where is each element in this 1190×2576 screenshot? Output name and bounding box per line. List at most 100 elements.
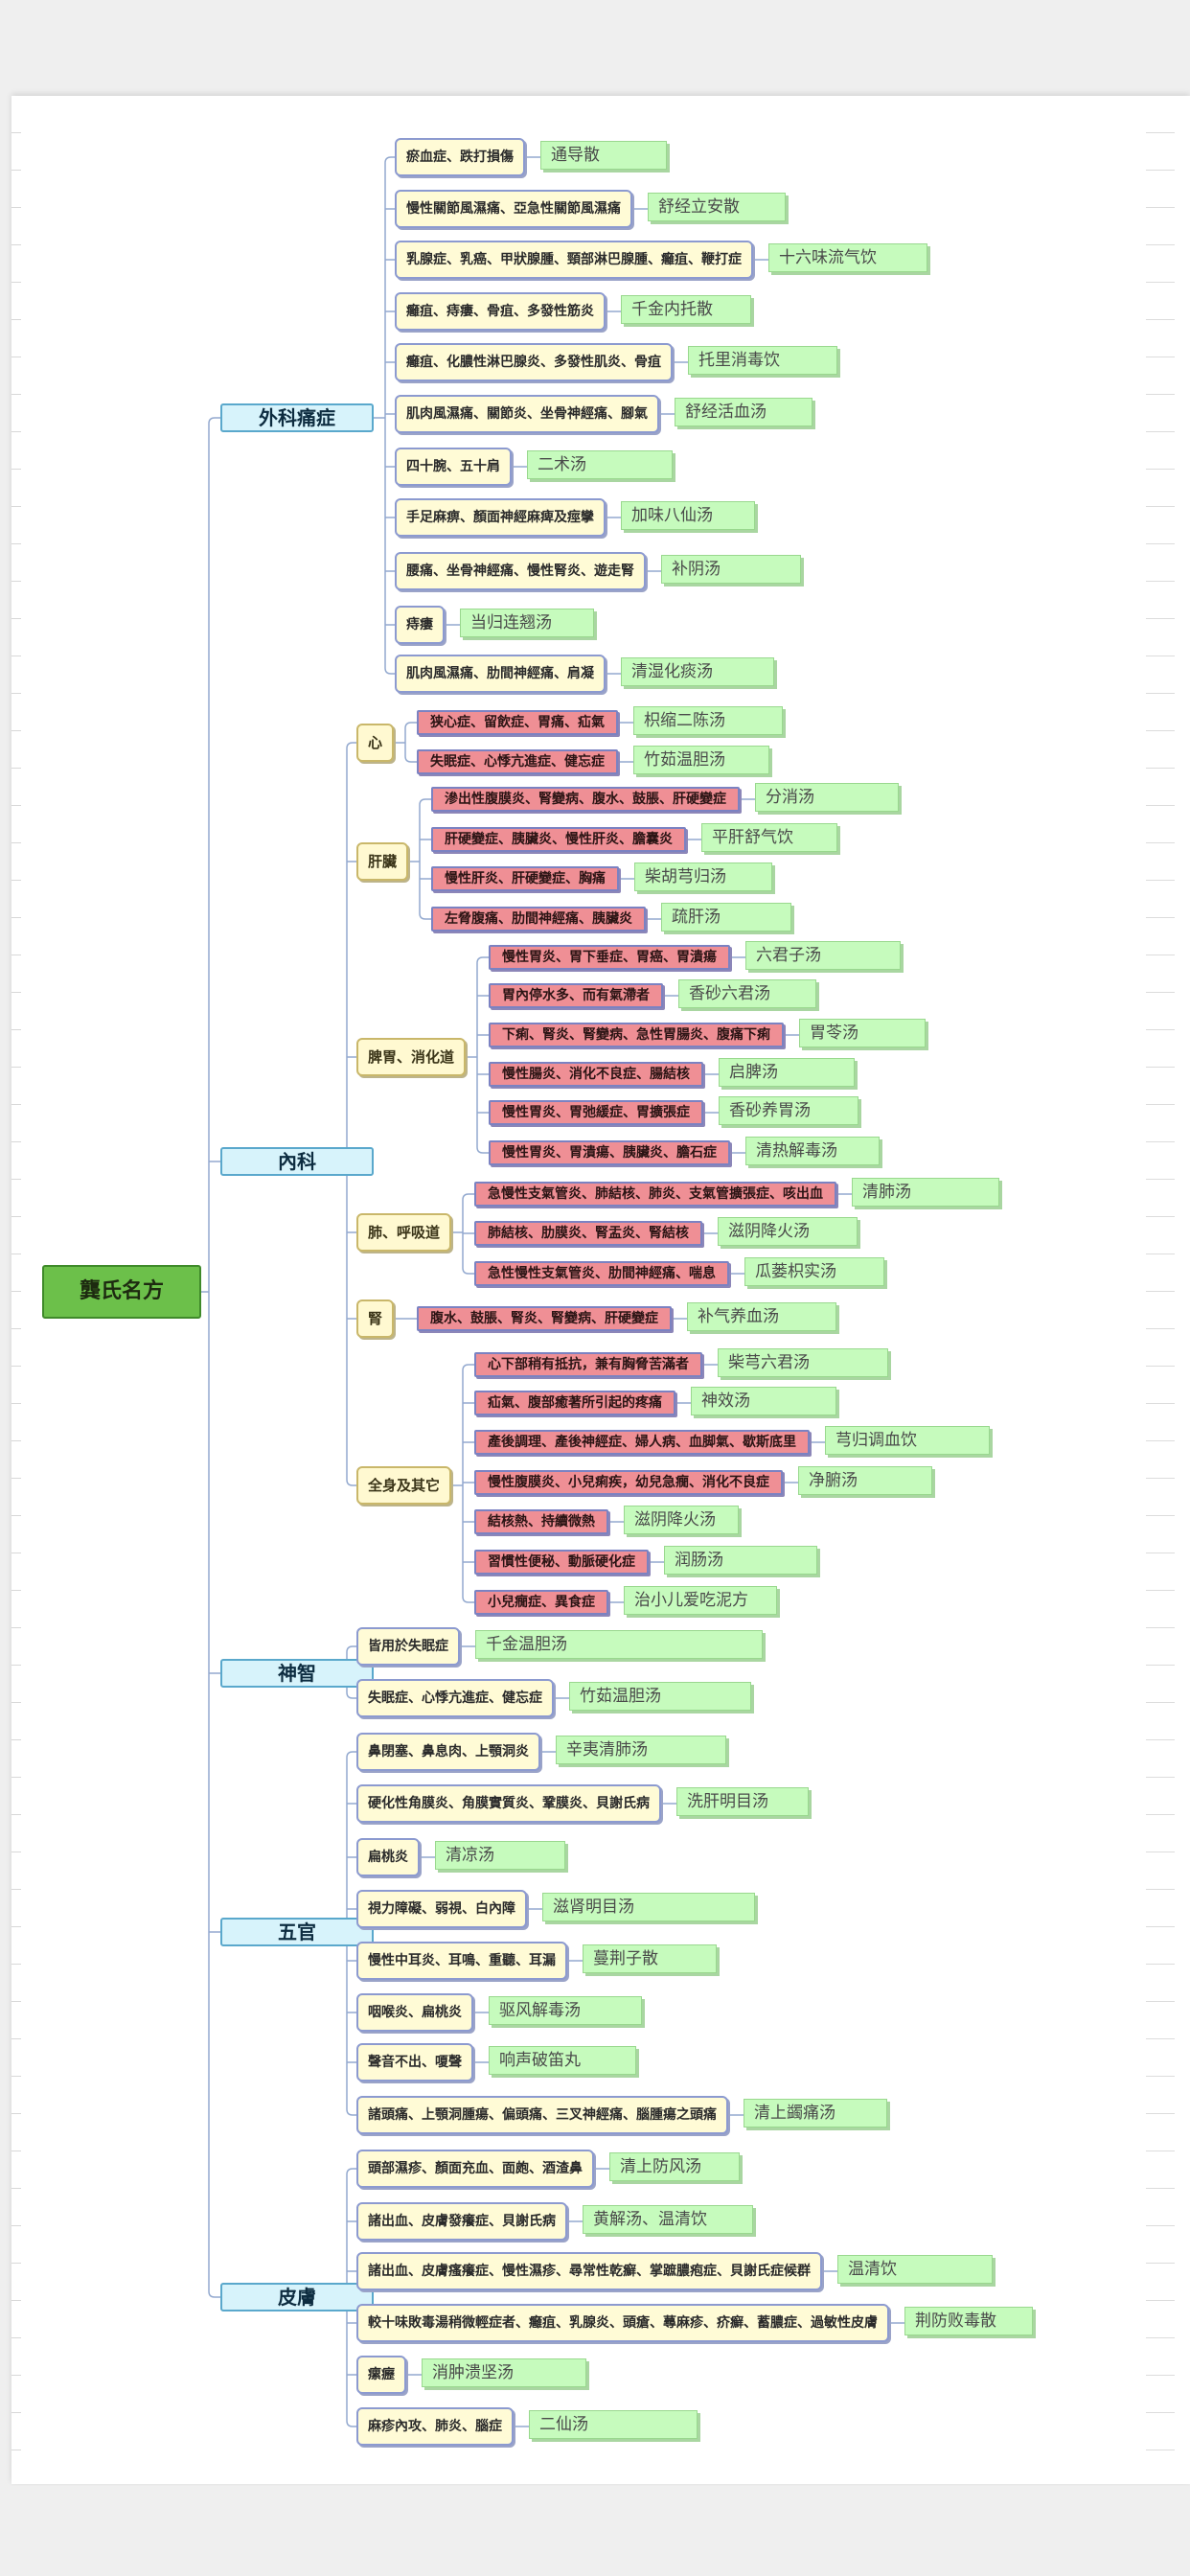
formula-node[interactable]: 胃苓汤 <box>799 1019 926 1047</box>
root-node[interactable]: 龔氏名方 <box>42 1265 201 1319</box>
category-node[interactable]: 五官 <box>220 1918 374 1946</box>
formula-node[interactable]: 舒经活血汤 <box>675 398 812 426</box>
formula-node[interactable]: 六君子汤 <box>745 941 901 970</box>
formula-node[interactable]: 二术汤 <box>527 450 673 479</box>
condition-node[interactable]: 疝氣、腹部癒著所引起的疼痛 <box>474 1391 675 1415</box>
condition-node[interactable]: 扁桃炎 <box>356 1838 420 1876</box>
formula-node[interactable]: 芎归调血饮 <box>825 1426 990 1455</box>
formula-node[interactable]: 通导散 <box>540 141 667 170</box>
formula-node[interactable]: 荆防败毒散 <box>904 2307 1033 2335</box>
condition-node[interactable]: 慢性中耳炎、耳鳴、重聽、耳漏 <box>356 1942 567 1980</box>
condition-node[interactable]: 結核熱、持續微熱 <box>474 1509 608 1534</box>
condition-node[interactable]: 急慢性支氣管炎、肺結核、肺炎、支氣管擴張症、咳出血 <box>474 1182 836 1207</box>
condition-node[interactable]: 乳腺症、乳癌、甲狀腺腫、頸部淋巴腺腫、癰疽、鞭打症 <box>395 241 753 279</box>
category-node[interactable]: 皮膚 <box>220 2283 374 2312</box>
category-node[interactable]: 神智 <box>220 1659 374 1688</box>
condition-node[interactable]: 諸頭痛、上顎洞腫瘍、偏頭痛、三叉神經痛、腦腫瘍之頭痛 <box>356 2096 728 2134</box>
formula-node[interactable]: 润肠汤 <box>664 1546 817 1575</box>
formula-node[interactable]: 疏肝汤 <box>661 903 791 932</box>
condition-node[interactable]: 肌肉風濕痛、肋間神經痛、肩凝 <box>395 655 606 693</box>
formula-node[interactable]: 黄解汤、温清饮 <box>583 2205 753 2234</box>
formula-node[interactable]: 净腑汤 <box>798 1466 932 1495</box>
formula-node[interactable]: 温清饮 <box>837 2255 993 2284</box>
formula-node[interactable]: 竹茹温胆汤 <box>633 746 769 774</box>
formula-node[interactable]: 舒经立安散 <box>648 193 786 221</box>
condition-node[interactable]: 麻疹內攻、肺炎、腦症 <box>356 2407 514 2446</box>
condition-node[interactable]: 瘰癧 <box>356 2356 406 2394</box>
condition-node[interactable]: 癰疽、化膿性淋巴腺炎、多發性肌炎、骨疽 <box>395 343 673 381</box>
condition-node[interactable]: 視力障礙、弱視、白內障 <box>356 1890 527 1928</box>
condition-node[interactable]: 瘀血症、跌打損傷 <box>395 138 525 176</box>
condition-node[interactable]: 心下部稍有抵抗，兼有胸脅苦滿者 <box>474 1352 702 1377</box>
formula-node[interactable]: 蔓荆子散 <box>583 1944 717 1973</box>
condition-node[interactable]: 小兒癇症、異食症 <box>474 1590 608 1615</box>
condition-node[interactable]: 慢性肝炎、肝硬變症、胸痛 <box>431 866 619 891</box>
formula-node[interactable]: 柴胡芎归汤 <box>634 862 772 891</box>
formula-node[interactable]: 千金温胆汤 <box>475 1630 763 1659</box>
condition-node[interactable]: 癰疽、痔瘻、骨疽、多發性筋炎 <box>395 292 606 331</box>
group-node[interactable]: 心 <box>356 724 395 762</box>
formula-node[interactable]: 当归连翘汤 <box>460 609 594 637</box>
formula-node[interactable]: 竹茹温胆汤 <box>569 1682 751 1711</box>
formula-node[interactable]: 二仙汤 <box>529 2410 698 2439</box>
condition-node[interactable]: 肌肉風濕痛、關節炎、坐骨神經痛、腳氣 <box>395 395 659 433</box>
condition-node[interactable]: 胃內停水多、而有氣滯者 <box>489 983 663 1008</box>
formula-node[interactable]: 分消汤 <box>755 783 899 812</box>
formula-node[interactable]: 滋阴降火汤 <box>718 1217 858 1246</box>
condition-node[interactable]: 慢性腸炎、消化不良症、腸結核 <box>489 1062 703 1087</box>
condition-node[interactable]: 急性慢性支氣管炎、肋間神經痛、喘息 <box>474 1261 729 1286</box>
condition-node[interactable]: 手足麻痹、顏面神經麻痺及痙攣 <box>395 498 606 537</box>
formula-node[interactable]: 清湿化痰汤 <box>621 657 774 686</box>
formula-node[interactable]: 驱风解毒汤 <box>489 1996 642 2025</box>
formula-node[interactable]: 清凉汤 <box>435 1841 565 1870</box>
condition-node[interactable]: 四十腕、五十肩 <box>395 448 512 486</box>
condition-node[interactable]: 腰痛、坐骨神經痛、慢性腎炎、遊走腎 <box>395 552 646 590</box>
condition-node[interactable]: 咽喉炎、扁桃炎 <box>356 1993 473 2032</box>
formula-node[interactable]: 辛夷清肺汤 <box>556 1736 726 1764</box>
formula-node[interactable]: 清肺汤 <box>852 1178 999 1207</box>
condition-node[interactable]: 鼻閉塞、鼻息肉、上顎洞炎 <box>356 1733 540 1771</box>
condition-node[interactable]: 下痢、腎炎、腎變病、急性胃腸炎、腹痛下痢 <box>489 1023 784 1047</box>
formula-node[interactable]: 补阴汤 <box>661 555 801 584</box>
condition-node[interactable]: 慢性腹膜炎、小兒痢疾，幼兒急癇、消化不良症 <box>474 1470 783 1495</box>
formula-node[interactable]: 滋阴降火汤 <box>624 1506 739 1534</box>
formula-node[interactable]: 清上防风汤 <box>609 2152 740 2181</box>
formula-node[interactable]: 补气养血汤 <box>687 1302 836 1331</box>
formula-node[interactable]: 千金内托散 <box>621 295 751 324</box>
condition-node[interactable]: 慢性胃炎、胃下垂症、胃癌、胃潰瘍 <box>489 945 730 970</box>
condition-node[interactable]: 聲音不出、嗄聲 <box>356 2043 473 2082</box>
condition-node[interactable]: 肝硬變症、胰臟炎、慢性肝炎、膽囊炎 <box>431 827 686 852</box>
condition-node[interactable]: 痔瘻 <box>395 606 445 644</box>
formula-node[interactable]: 十六味流气饮 <box>768 243 927 272</box>
formula-node[interactable]: 香砂六君汤 <box>678 979 816 1008</box>
formula-node[interactable]: 柴芎六君汤 <box>718 1348 888 1377</box>
condition-node[interactable]: 頭部濕疹、顏面充血、面皰、酒渣鼻 <box>356 2150 594 2188</box>
condition-node[interactable]: 諸出血、皮膚發癢症、貝謝氏病 <box>356 2202 567 2241</box>
formula-node[interactable]: 香砂养胃汤 <box>719 1096 858 1125</box>
condition-node[interactable]: 諸出血、皮膚瘙癢症、慢性濕疹、尋常性乾癬、掌蹠膿疱症、貝謝氏症候群 <box>356 2252 822 2290</box>
group-node[interactable]: 腎 <box>356 1300 395 1338</box>
formula-node[interactable]: 加味八仙汤 <box>621 501 755 530</box>
condition-node[interactable]: 皆用於失眠症 <box>356 1627 460 1666</box>
condition-node[interactable]: 失眠症、心悸亢進症、健忘症 <box>417 749 618 774</box>
condition-node[interactable]: 硬化性角膜炎、角膜實質炎、鞏膜炎、貝謝氏病 <box>356 1784 661 1823</box>
group-node[interactable]: 肝臟 <box>356 842 409 881</box>
condition-node[interactable]: 腹水、鼓脹、腎炎、腎變病、肝硬變症 <box>417 1306 672 1331</box>
formula-node[interactable]: 清上蠲痛汤 <box>744 2099 887 2128</box>
condition-node[interactable]: 左脅腹痛、肋間神經痛、胰臟炎 <box>431 907 646 932</box>
condition-node[interactable]: 較十味敗毒湯稍微輕症者、癰疽、乳腺炎、頭瘡、蕁麻疹、疥癬、蓄膿症、過敏性皮膚 <box>356 2304 889 2342</box>
condition-node[interactable]: 慢性胃炎、胃弛緩症、胃擴張症 <box>489 1100 703 1125</box>
condition-node[interactable]: 狭心症、留飲症、胃痛、疝氣 <box>417 710 618 735</box>
formula-node[interactable]: 清热解毒汤 <box>745 1137 880 1165</box>
formula-node[interactable]: 枳缩二陈汤 <box>633 706 783 735</box>
condition-node[interactable]: 肺結核、肋膜炎、腎盂炎、腎結核 <box>474 1221 702 1246</box>
category-node[interactable]: 外科痛症 <box>220 403 374 432</box>
formula-node[interactable]: 托里消毒饮 <box>688 346 837 375</box>
formula-node[interactable]: 洗肝明目汤 <box>676 1787 809 1816</box>
formula-node[interactable]: 平肝舒气饮 <box>701 823 837 852</box>
group-node[interactable]: 全身及其它 <box>356 1466 452 1505</box>
category-node[interactable]: 內科 <box>220 1147 374 1176</box>
formula-node[interactable]: 响声破笛丸 <box>489 2046 636 2075</box>
condition-node[interactable]: 滲出性腹膜炎、腎變病、腹水、鼓脹、肝硬變症 <box>431 787 740 812</box>
condition-node[interactable]: 習慣性便秘、動脈硬化症 <box>474 1550 649 1575</box>
